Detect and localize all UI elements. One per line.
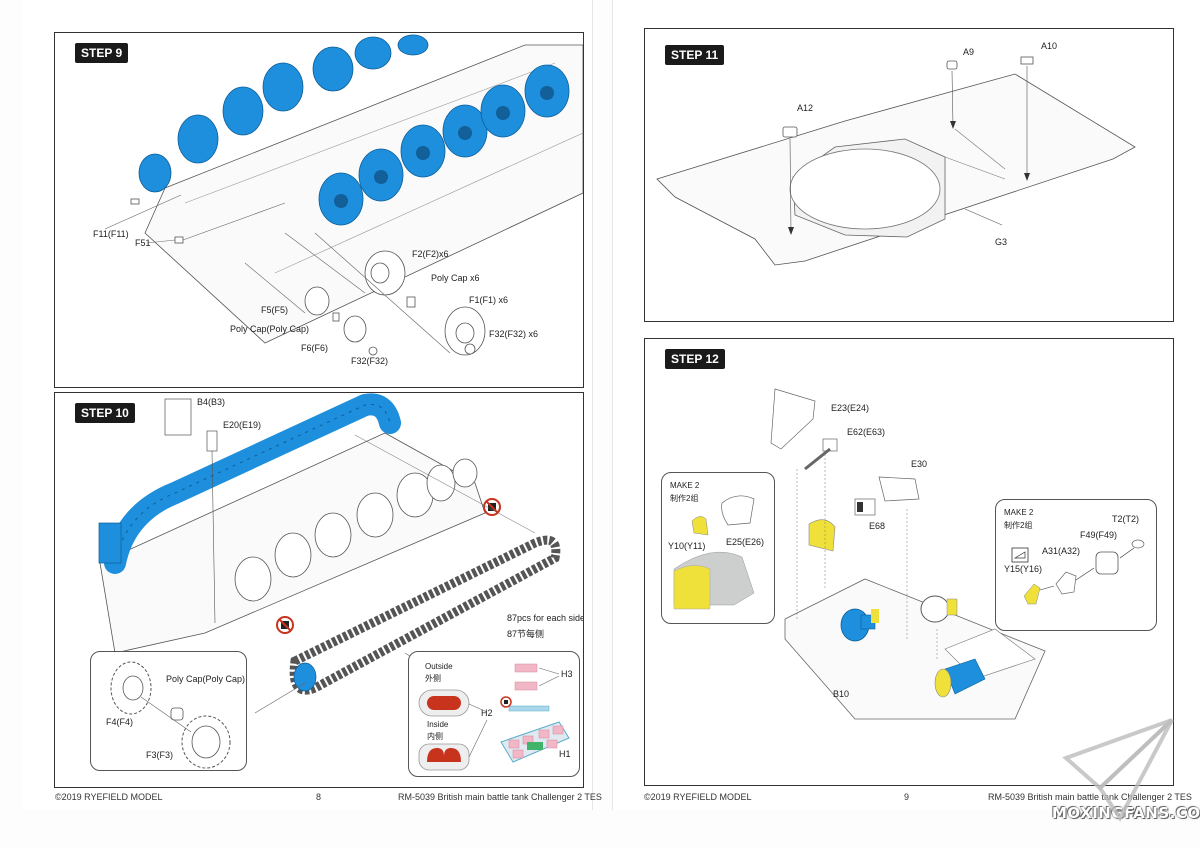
turret-ring [789, 148, 941, 230]
part-label: H2 [481, 708, 493, 718]
y15-illustration [1011, 539, 1145, 605]
part-e30 [878, 476, 920, 502]
step-10-panel: STEP 10 [54, 392, 584, 788]
part-label: G3 [995, 237, 1008, 247]
part-a10 [1020, 56, 1034, 65]
inside-label: Inside [427, 720, 449, 729]
part-label: B4(B3) [197, 397, 226, 407]
exploded-parts [130, 198, 486, 356]
track-link-illustration [418, 663, 570, 771]
part-label: F11(F11) [93, 229, 129, 239]
hull-shape [144, 44, 583, 344]
part-e20 [206, 430, 218, 452]
part-b4 [164, 398, 192, 436]
part-label: A31(A32) [1042, 546, 1081, 556]
part-label: E62(E63) [847, 427, 886, 437]
blue-track-links [114, 403, 391, 564]
no-glue-icon [500, 696, 512, 708]
part-label: E30 [911, 459, 928, 469]
make-2-label-cn: 制作2组 [670, 494, 699, 503]
part-label: A12 [797, 103, 814, 113]
part-label: B10 [833, 689, 850, 699]
step-12-panel: STEP 12 E23(E24) E62(E63) E30 E68 B10 [644, 338, 1174, 786]
small-parts [782, 56, 1034, 138]
blue-assembly-2 [944, 658, 986, 695]
part-label: Poly Cap(Poly Cap) [230, 324, 310, 334]
step-12-illustration [770, 388, 1046, 720]
part-label: F6(F6) [301, 343, 328, 353]
part-label: F32(F32) x6 [489, 329, 539, 339]
make-2-label-cn: 制作2组 [1004, 521, 1033, 530]
part-label: Poly Cap x6 [431, 273, 480, 283]
step-11-panel: STEP 11 A9 A10 A12 G3 [644, 28, 1174, 322]
part-label: F4(F4) [106, 717, 133, 727]
part-f49-assembly [920, 595, 950, 623]
part-e23 [770, 388, 816, 450]
step-11-badge: STEP 11 [665, 45, 725, 65]
part-label: E68 [869, 521, 886, 531]
sprocket-blue [293, 662, 317, 692]
part-label: 87节每侧 [507, 629, 545, 639]
leader-lines [104, 194, 451, 354]
arrow-heads [788, 121, 1030, 235]
make-2-inset-right: MAKE 2 制作2组 T2(T2) F49(F49) A31(A32) Y15… [995, 499, 1157, 631]
footer-product: RM-5039 British main battle tank Challen… [398, 792, 602, 802]
step-10-illustration [98, 393, 561, 714]
no-glue-icon [276, 616, 294, 634]
step-9-badge: STEP 9 [75, 43, 129, 63]
step-12-badge: STEP 12 [665, 349, 725, 369]
sprocket-illustration [110, 661, 231, 769]
front-road-wheels [318, 64, 570, 226]
step-10-badge: STEP 10 [75, 403, 135, 423]
part-label: F49(F49) [1080, 530, 1118, 540]
part-label: A9 [963, 47, 975, 57]
track-link-inset: Outside 外侧 Inside 内侧 H3 H2 H1 [408, 651, 580, 777]
part-label: F1(F1) x6 [469, 295, 509, 305]
make-2-label: MAKE 2 [670, 481, 700, 490]
part-label: F32(F32) [351, 356, 389, 366]
paper-plane-watermark-icon [1062, 718, 1174, 822]
back-road-wheels [138, 34, 429, 193]
step-11-illustration [656, 56, 1136, 266]
part-label: Y10(Y11) [668, 541, 706, 551]
part-label: H3 [561, 669, 573, 679]
no-glue-icon [483, 498, 501, 516]
footer-page-number: 9 [904, 792, 910, 802]
step-9-panel: STEP 9 [54, 32, 584, 388]
inside-label-cn: 内侧 [427, 732, 443, 741]
part-e62 [822, 438, 838, 452]
part-label: Poly Cap(Poly Cap) [166, 674, 246, 684]
part-label: E25(E26) [726, 537, 765, 547]
part-label: H1 [559, 749, 571, 759]
part-label: Y15(Y16) [1004, 564, 1043, 574]
y10-illustration [673, 495, 755, 610]
part-label: 87pcs for each side [507, 613, 584, 623]
sprocket-detail-inset: Poly Cap(Poly Cap) F4(F4) F3(F3) [90, 651, 247, 771]
watermark-text: MOXINGFANS.COM [1052, 804, 1200, 822]
part-label: F51 [135, 238, 151, 248]
step-9-illustration [104, 34, 583, 356]
footer-page-number: 8 [316, 792, 322, 802]
make-2-label: MAKE 2 [1004, 508, 1034, 517]
assembly-lines [796, 454, 938, 659]
footer-copyright: ©2019 RYEFIELD MODEL [55, 792, 163, 802]
assembly-lines [789, 66, 1028, 234]
part-label: T2(T2) [1112, 514, 1139, 524]
part-label: E23(E24) [831, 403, 870, 413]
part-y10-yellow [808, 519, 836, 552]
part-a12 [782, 126, 798, 138]
part-label: E20(E19) [223, 420, 262, 430]
part-label: F3(F3) [146, 750, 173, 760]
footer-product: RM-5039 British main battle tank Challen… [988, 792, 1192, 802]
part-label: F2(F2)x6 [412, 249, 449, 259]
part-label: F5(F5) [261, 305, 288, 315]
wheel-hubs [334, 86, 554, 208]
footer-copyright: ©2019 RYEFIELD MODEL [644, 792, 752, 802]
outside-label: Outside [425, 662, 453, 671]
part-a9 [946, 60, 958, 70]
road-wheels [234, 458, 478, 602]
make-2-inset-left: MAKE 2 制作2组 Y10(Y11) E25(E26) [661, 472, 775, 624]
part-label: A10 [1041, 41, 1058, 51]
outside-label-cn: 外侧 [425, 674, 441, 683]
